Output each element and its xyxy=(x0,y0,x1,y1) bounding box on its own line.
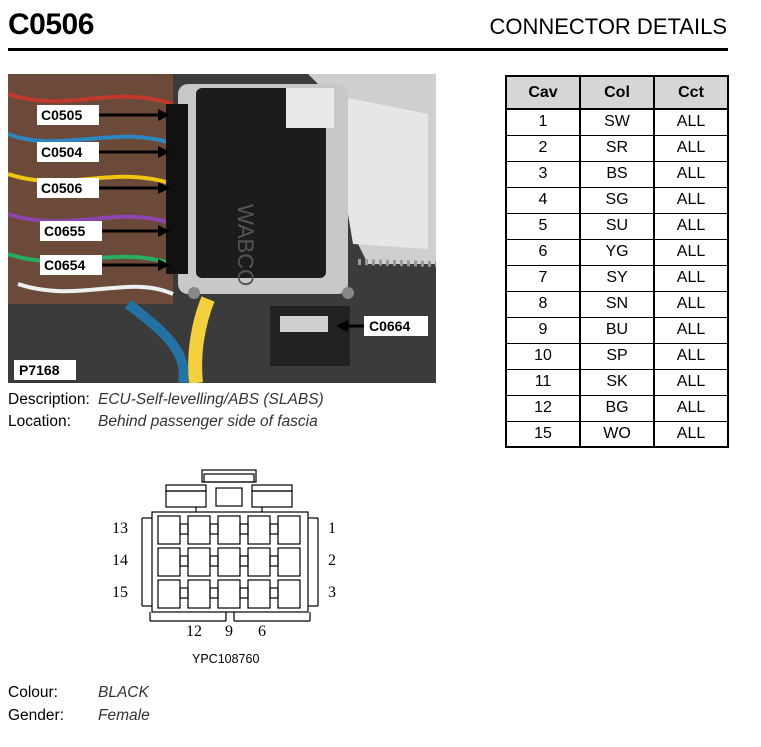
callout-c0505: C0505 xyxy=(37,105,170,125)
svg-text:C0505: C0505 xyxy=(41,107,82,123)
cell-col: SW xyxy=(579,108,655,136)
cell-cav: 1 xyxy=(505,108,581,136)
cell-cct: ALL xyxy=(653,186,729,214)
cell-col: SN xyxy=(579,290,655,318)
cell-cav: 15 xyxy=(505,420,581,448)
header-cct: Cct xyxy=(653,75,729,110)
cell-cav: 8 xyxy=(505,290,581,318)
table-header-row: Cav Col Cct xyxy=(505,75,729,110)
cell-cav: 2 xyxy=(505,134,581,162)
cell-cct: ALL xyxy=(653,212,729,240)
cell-cav: 11 xyxy=(505,368,581,396)
callout-c0664: C0664 xyxy=(336,316,428,336)
pin-label-6: 6 xyxy=(258,623,266,640)
cell-cav: 7 xyxy=(505,264,581,292)
callout-c0655: C0655 xyxy=(40,221,170,241)
pin-label-12: 12 xyxy=(186,623,202,640)
cell-cct: ALL xyxy=(653,290,729,318)
cell-cct: ALL xyxy=(653,316,729,344)
connector-face-diagram: 13 1 14 2 15 3 12 9 6 xyxy=(112,469,336,640)
cell-col: WO xyxy=(579,420,655,448)
cell-col: YG xyxy=(579,238,655,266)
part-number: YPC108760 xyxy=(192,652,260,666)
header-col: Col xyxy=(579,75,655,110)
cell-cct: ALL xyxy=(653,342,729,370)
cell-cct: ALL xyxy=(653,108,729,136)
pin-label-1: 1 xyxy=(328,520,336,537)
cell-cct: ALL xyxy=(653,264,729,292)
gender-line: Gender: Female xyxy=(8,707,150,725)
cell-col: BG xyxy=(579,394,655,422)
description-line: Description: ECU-Self-levelling/ABS (SLAB… xyxy=(8,391,324,409)
cell-cct: ALL xyxy=(653,134,729,162)
title-rule xyxy=(8,48,728,51)
cell-cav: 6 xyxy=(505,238,581,266)
cell-cav: 10 xyxy=(505,342,581,370)
colour-value: BLACK xyxy=(98,684,149,701)
pin-label-9: 9 xyxy=(225,623,233,640)
description-value: ECU-Self-levelling/ABS (SLABS) xyxy=(98,391,324,408)
header-cav: Cav xyxy=(505,75,581,110)
cell-cav: 3 xyxy=(505,160,581,188)
location-photo: WABCO C0505 C0504 C0506 xyxy=(8,74,436,383)
callout-c0506: C0506 xyxy=(37,178,170,198)
svg-text:WABCO: WABCO xyxy=(233,204,258,286)
cell-col: SP xyxy=(579,342,655,370)
description-label: Description: xyxy=(8,391,90,408)
cell-col: SK xyxy=(579,368,655,396)
cell-cct: ALL xyxy=(653,368,729,396)
section-title: CONNECTOR DETAILS xyxy=(489,14,727,39)
cell-cav: 12 xyxy=(505,394,581,422)
cell-cct: ALL xyxy=(653,420,729,448)
svg-text:C0654: C0654 xyxy=(44,257,85,273)
cell-col: SU xyxy=(579,212,655,240)
location-line: Location: Behind passenger side of fascia xyxy=(8,413,318,431)
svg-text:C0655: C0655 xyxy=(44,223,85,239)
pin-label-2: 2 xyxy=(328,552,336,569)
location-label: Location: xyxy=(8,413,71,430)
cell-cav: 5 xyxy=(505,212,581,240)
callout-c0654: C0654 xyxy=(40,255,170,275)
cell-cav: 4 xyxy=(505,186,581,214)
svg-text:P7168: P7168 xyxy=(19,362,60,378)
pin-label-13: 13 xyxy=(112,520,128,537)
colour-label: Colour: xyxy=(8,684,58,701)
cell-col: SG xyxy=(579,186,655,214)
cell-col: SY xyxy=(579,264,655,292)
gender-value: Female xyxy=(98,707,150,724)
svg-text:C0506: C0506 xyxy=(41,180,82,196)
gender-label: Gender: xyxy=(8,707,65,724)
cell-col: SR xyxy=(579,134,655,162)
pin-label-3: 3 xyxy=(328,584,336,601)
pin-label-15: 15 xyxy=(112,584,128,601)
location-value: Behind passenger side of fascia xyxy=(98,413,318,430)
svg-text:C0504: C0504 xyxy=(41,144,82,160)
cell-cct: ALL xyxy=(653,238,729,266)
cell-cct: ALL xyxy=(653,160,729,188)
photo-ref: P7168 xyxy=(14,360,76,380)
svg-text:C0664: C0664 xyxy=(369,318,410,334)
cell-cav: 9 xyxy=(505,316,581,344)
cell-cct: ALL xyxy=(653,394,729,422)
cell-col: BS xyxy=(579,160,655,188)
connector-code-title: C0506 xyxy=(8,8,94,41)
cell-col: BU xyxy=(579,316,655,344)
colour-line: Colour: BLACK xyxy=(8,684,149,702)
pin-label-14: 14 xyxy=(112,552,128,569)
callout-c0504: C0504 xyxy=(37,142,170,162)
